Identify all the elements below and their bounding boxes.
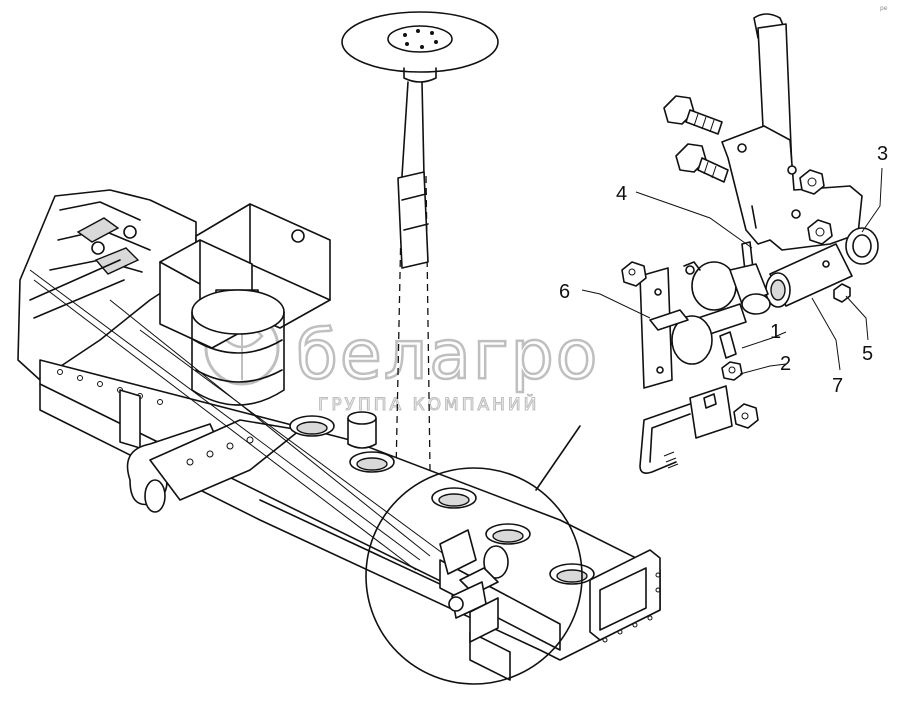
grease-fitting-5 — [833, 283, 851, 303]
detail-circle — [365, 425, 583, 685]
callout-1: 1 — [770, 321, 781, 343]
callout-4: 4 — [616, 183, 627, 205]
callout-7: 7 — [832, 375, 843, 397]
callout-6: 6 — [559, 281, 570, 303]
corner-mark: pe — [880, 5, 888, 12]
steering-wheel — [341, 11, 499, 83]
steering-column — [395, 81, 449, 587]
watermark-subtitle: ГРУППА КОМПАНИЙ — [318, 393, 539, 415]
tank-cylinder — [191, 289, 285, 406]
watermark-brand: белагро — [296, 316, 599, 395]
callout-5: 5 — [862, 343, 873, 365]
nuts-on-bracket — [799, 169, 833, 245]
tow-hitch — [126, 419, 301, 513]
washer-ring-3 — [845, 227, 879, 265]
callout-2: 2 — [780, 353, 791, 375]
u-bolt-clamp — [639, 385, 759, 474]
nut-2 — [721, 361, 743, 381]
callout-3: 3 — [877, 143, 888, 165]
bolt-upper — [663, 95, 723, 135]
mounting-plate-6 — [621, 261, 689, 389]
watermark: белагро ГРУППА КОМПАНИЙ — [204, 310, 599, 416]
callout-leaders — [581, 167, 883, 375]
engine-block — [17, 189, 197, 381]
brake-linkage-lines — [29, 269, 461, 571]
steering-bracket-arm — [721, 13, 863, 251]
bushing-sleeve-7 — [765, 243, 853, 308]
ball-joint-assembly — [671, 261, 771, 365]
bolt-lower — [675, 143, 729, 183]
axle-sockets — [289, 411, 595, 585]
